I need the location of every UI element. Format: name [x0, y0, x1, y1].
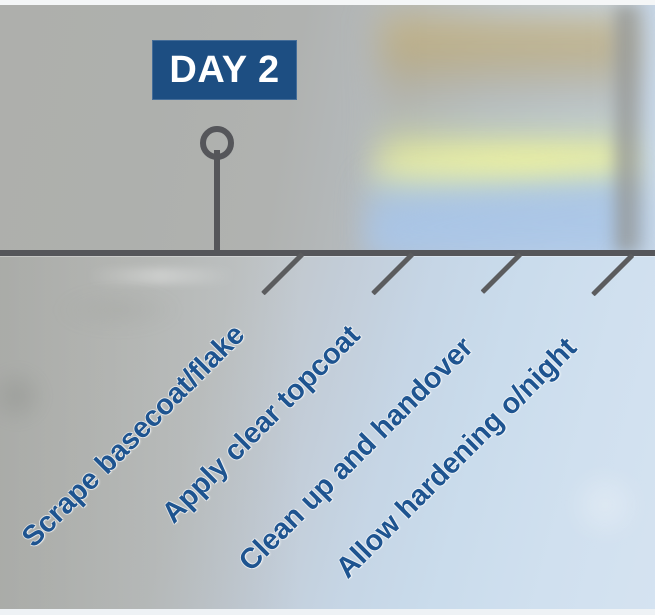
- background-smudge: [58, 290, 178, 330]
- background-floor-shadow: [0, 253, 302, 609]
- background-smudge: [560, 470, 650, 540]
- frame-top-edge: [0, 0, 655, 5]
- day-badge: DAY 2: [152, 40, 297, 100]
- day-badge-label: DAY 2: [169, 49, 280, 91]
- frame-bottom-edge: [0, 609, 655, 615]
- background-smudge: [0, 366, 48, 426]
- background-window-frame: [616, 5, 642, 253]
- background-blue-band: [366, 176, 638, 256]
- timeline-axis: [0, 250, 655, 256]
- background-smudge: [86, 268, 236, 284]
- day-pin-ring-icon: [200, 126, 234, 160]
- day-pin-stem: [214, 150, 220, 252]
